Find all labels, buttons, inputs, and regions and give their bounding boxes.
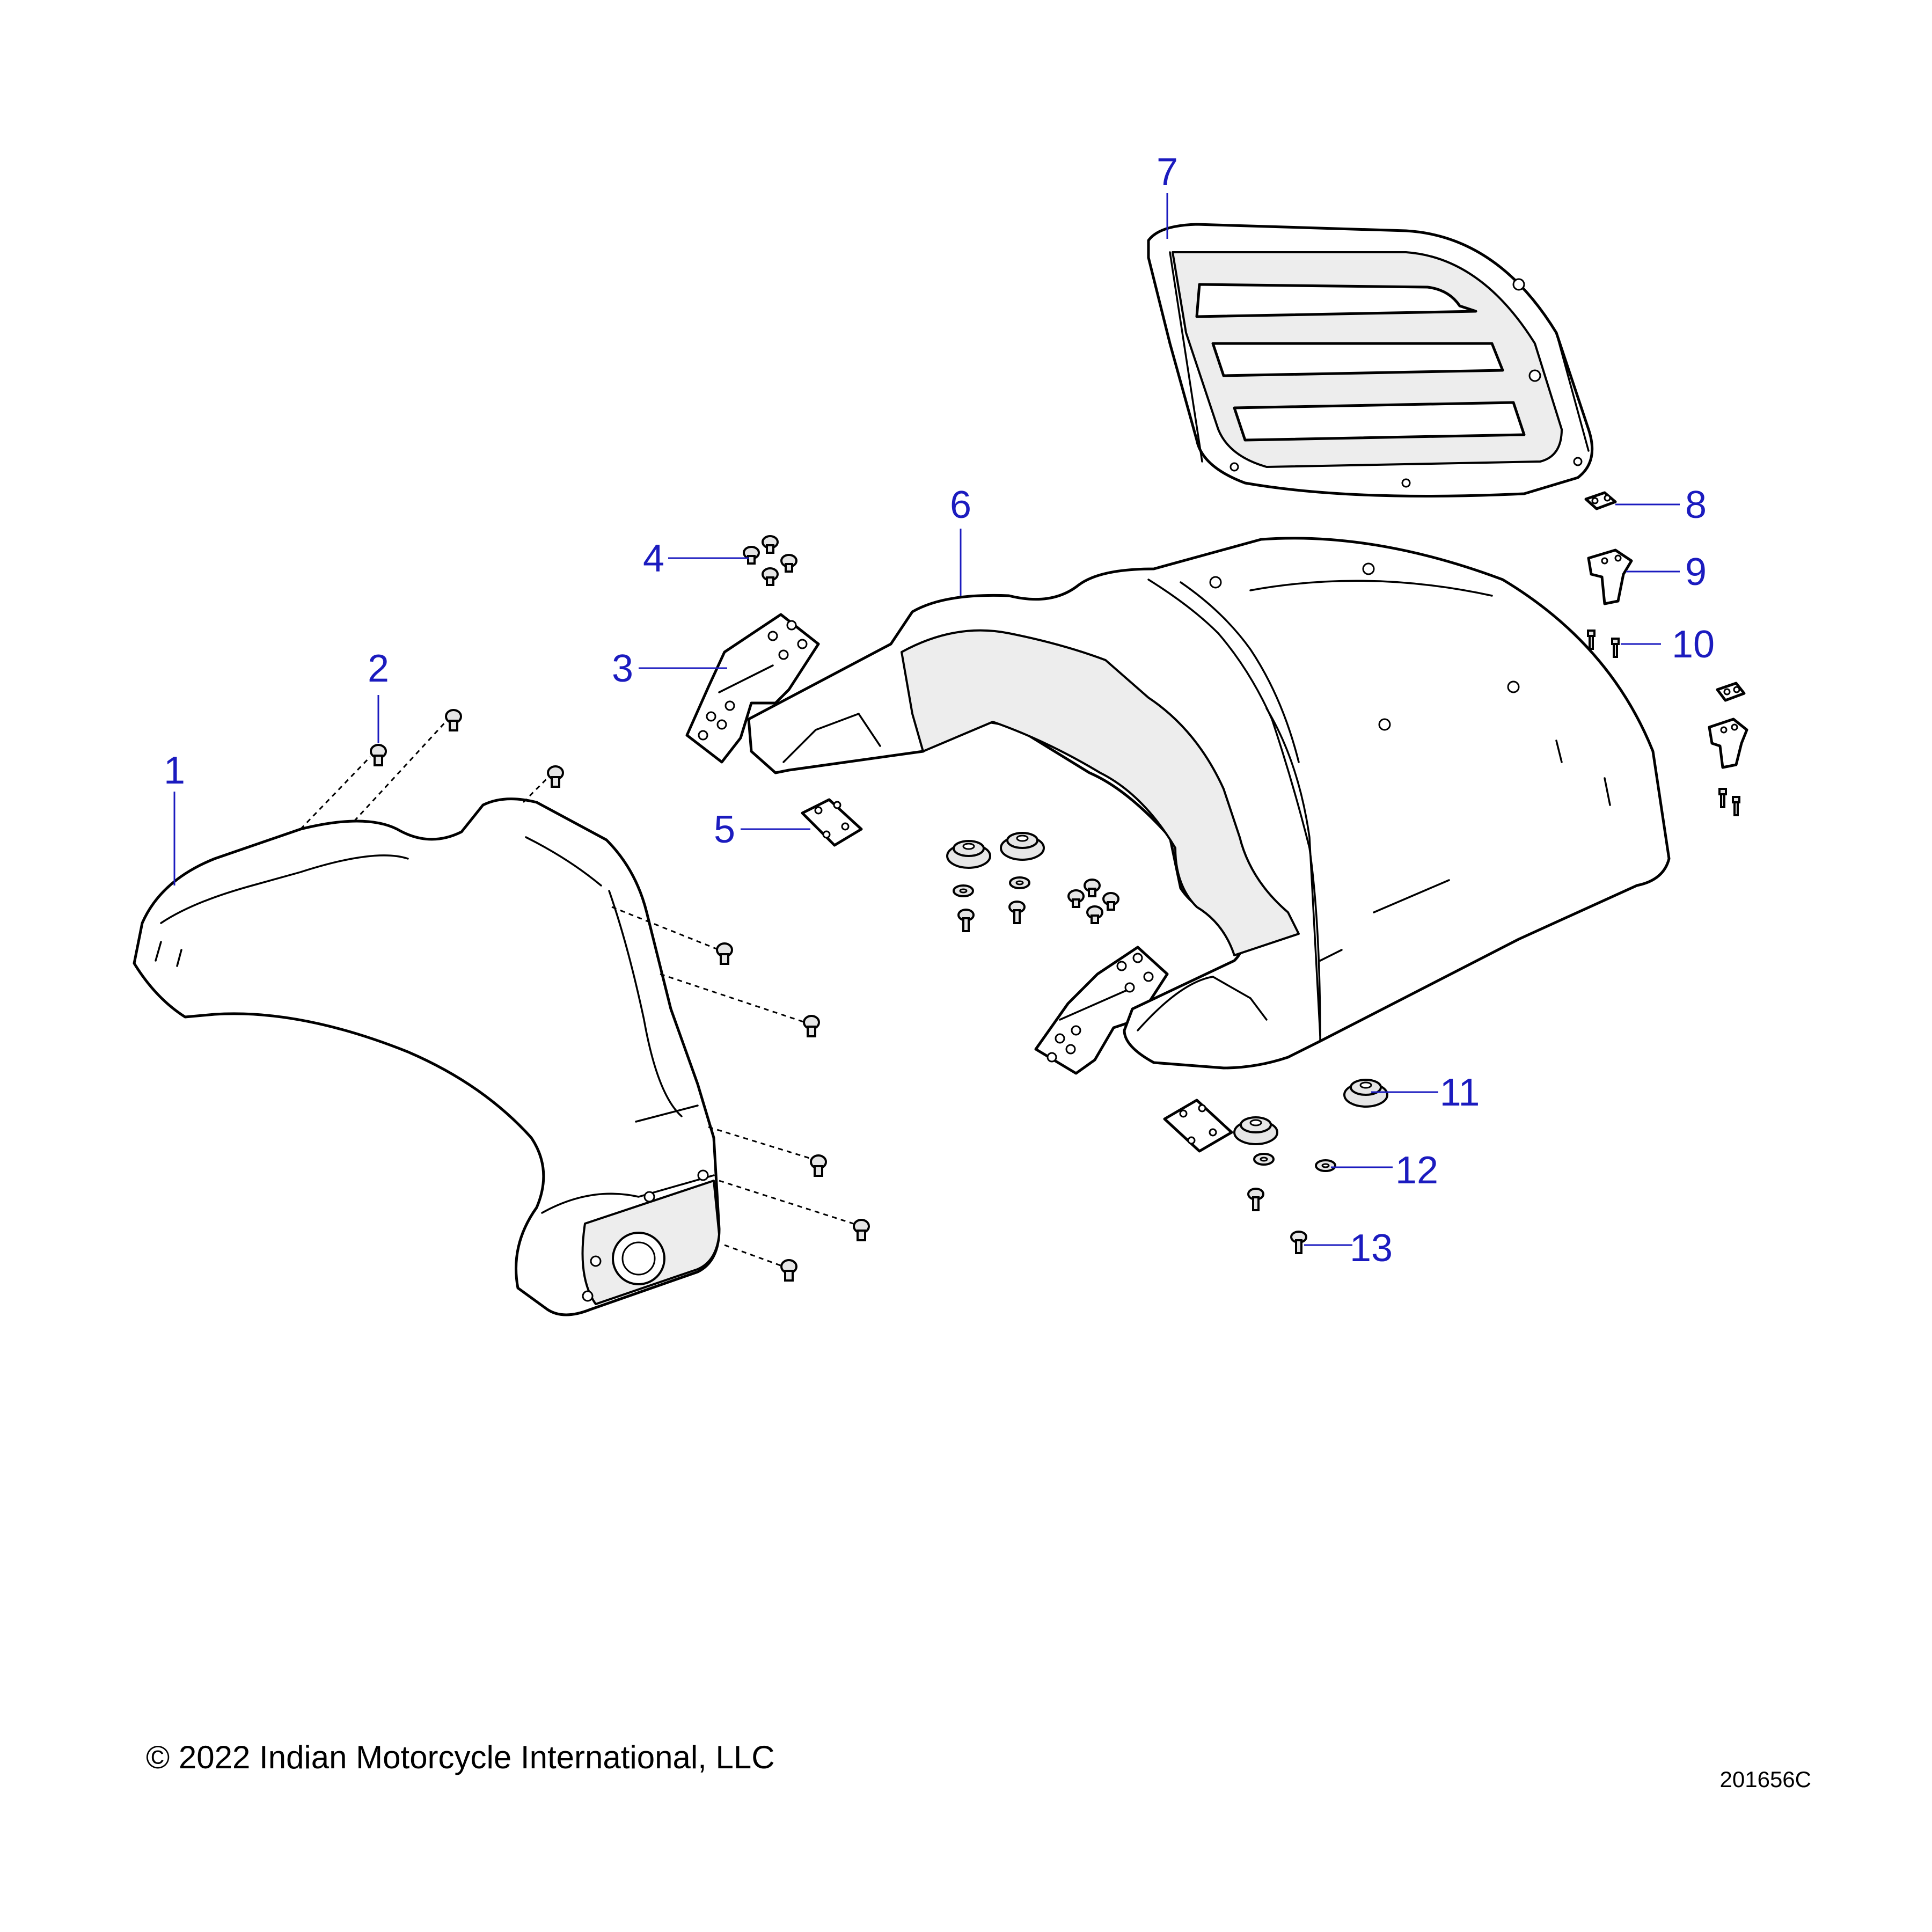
screw-icon <box>780 1259 797 1282</box>
screw-icon <box>370 744 387 766</box>
washer-icon <box>1009 876 1030 889</box>
copyright-text: © 2022 Indian Motorcycle International, … <box>146 1739 775 1775</box>
washer-icon <box>1253 1153 1275 1166</box>
nut-icon <box>743 546 760 565</box>
part-12-washers[interactable] <box>953 876 1336 1172</box>
drawing-number: 201656C <box>1720 1767 1811 1792</box>
bolt-icon <box>1247 1188 1264 1211</box>
screw-icon <box>1718 788 1727 808</box>
callout-5: 5 <box>714 808 735 851</box>
nut-icon <box>762 567 779 586</box>
nut-icon <box>1086 905 1103 924</box>
part-3-hinge-bracket-right[interactable] <box>1034 946 1169 1075</box>
callout-10: 10 <box>1672 623 1715 666</box>
washer-icon <box>1315 1159 1336 1172</box>
callout-13: 13 <box>1350 1227 1393 1270</box>
grommet-icon <box>946 840 991 869</box>
part-4-nuts-lower[interactable] <box>1067 879 1119 924</box>
indian-logo-emblem <box>612 1232 665 1285</box>
callout-2: 2 <box>368 647 389 690</box>
screw-icon <box>716 942 733 965</box>
nut-icon <box>780 554 797 573</box>
part-10-screws[interactable] <box>1587 630 1740 816</box>
part-11-grommets[interactable] <box>946 832 1388 1145</box>
callout-9: 9 <box>1685 551 1707 594</box>
screw-icon <box>803 1015 820 1037</box>
screw-icon <box>1732 796 1740 816</box>
screw-icon <box>445 709 462 731</box>
nut-icon <box>1102 892 1119 911</box>
part-5-backing-plate[interactable] <box>801 798 863 847</box>
callout-6: 6 <box>950 484 971 526</box>
callout-7: 7 <box>1157 151 1178 194</box>
callout-12: 12 <box>1395 1149 1438 1192</box>
bolt-icon <box>1290 1231 1307 1254</box>
part-2-screws[interactable] <box>370 709 870 1282</box>
screw-icon <box>810 1154 827 1177</box>
callout-3: 3 <box>612 647 633 690</box>
callout-1: 1 <box>164 749 185 792</box>
callout-11: 11 <box>1440 1071 1480 1114</box>
screw-icon <box>1611 638 1620 658</box>
callout-8: 8 <box>1685 484 1707 526</box>
callout-4: 4 <box>643 537 664 580</box>
part-9-mount-clip[interactable] <box>1587 548 1633 605</box>
nut-icon <box>1084 879 1101 897</box>
part-13-bolts[interactable] <box>957 901 1307 1254</box>
screw-icon <box>1587 630 1596 650</box>
screw-icon <box>853 1219 870 1241</box>
bolt-icon <box>957 909 975 932</box>
part-7-luggage-rack[interactable] <box>1147 223 1594 497</box>
washer-icon <box>953 884 974 897</box>
leader-lines <box>173 193 1680 1246</box>
part-1-fastener-leaders <box>299 718 854 1268</box>
grommet-icon <box>1343 1079 1388 1108</box>
part-4-nuts[interactable] <box>743 535 797 586</box>
part-6-rear-shell[interactable] <box>747 537 1671 1070</box>
nut-icon <box>1067 889 1085 908</box>
grommet-icon <box>1233 1116 1278 1145</box>
part-8-spacer[interactable] <box>1584 491 1617 510</box>
screw-icon <box>547 765 564 788</box>
bolt-icon <box>1008 901 1026 924</box>
nut-icon <box>762 535 779 554</box>
part-9-mount-clip-right[interactable] <box>1708 718 1748 769</box>
part-1-front-shell[interactable] <box>133 797 721 1316</box>
part-5-backing-plate-lower[interactable] <box>1163 1099 1233 1153</box>
callout-labels: 1 2 3 4 5 6 7 8 9 10 11 12 13 <box>164 151 1715 1270</box>
part-8-spacer-right[interactable] <box>1716 682 1746 702</box>
part-3-hinge-bracket[interactable] <box>685 613 820 764</box>
grommet-icon <box>1000 832 1045 861</box>
